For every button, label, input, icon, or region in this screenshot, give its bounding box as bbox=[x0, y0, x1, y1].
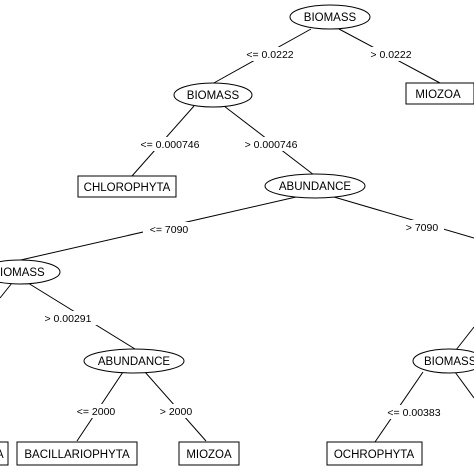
node-biomassright-ellipse bbox=[412, 348, 474, 374]
edge-label-e1: <= 0.0222 bbox=[246, 49, 293, 61]
leaf-cut-left-box bbox=[0, 441, 9, 466]
edge-label-e2: > 0.0222 bbox=[370, 49, 411, 61]
node-abundance1-label: ABUNDANCE bbox=[279, 181, 352, 193]
decision-nodes bbox=[0, 4, 474, 374]
node-biomassleft-label: IOMASS bbox=[0, 267, 45, 279]
leaf-ochrophyta-label: OCHROPHYTA bbox=[334, 449, 415, 461]
edge-label-e9: > 2000 bbox=[160, 406, 193, 418]
leaf-nodes bbox=[0, 82, 474, 466]
node-abundance1-ellipse bbox=[264, 173, 366, 199]
edge-label-e10: <= 0.00383 bbox=[387, 407, 440, 419]
node-biomass2-ellipse bbox=[173, 82, 253, 108]
edge-label-e8: <= 2000 bbox=[77, 406, 116, 418]
edge-label-e7: > 0.00291 bbox=[44, 313, 91, 325]
leaf-miozoa-2-label: MIOZOA bbox=[186, 449, 232, 461]
node-labels: BIOMASS BIOMASS ABUNDANCE IOMASS ABUNDAN… bbox=[0, 12, 474, 461]
node-abundance2-ellipse bbox=[83, 348, 185, 374]
edge-label-e5: <= 7090 bbox=[150, 224, 189, 236]
leaf-bacillariophyta-label: BACILLARIOPHYTA bbox=[24, 449, 130, 461]
edge-abundance-to-right bbox=[333, 196, 474, 239]
node-abundance2-label: ABUNDANCE bbox=[98, 356, 171, 368]
leaf-miozoa-1-box bbox=[405, 82, 474, 105]
edge-labels: <= 0.0222 > 0.0222 <= 0.000746 > 0.00074… bbox=[38, 47, 448, 419]
node-root-label: BIOMASS bbox=[304, 12, 357, 24]
node-biomassright-label: BIOMASS bbox=[424, 356, 474, 368]
leaf-cut-left-label: A bbox=[0, 449, 4, 461]
edge-label-e6: > 7090 bbox=[406, 222, 439, 234]
node-biomassleft-ellipse bbox=[0, 259, 61, 285]
leaf-miozoa-1-label: MIOZOA bbox=[415, 89, 461, 101]
edge-biomassright-to-cut bbox=[454, 371, 474, 399]
node-biomass2-label: BIOMASS bbox=[187, 90, 240, 102]
leaf-chlorophyta-label: CHLOROPHYTA bbox=[84, 182, 171, 194]
edge-label-e4: > 0.000746 bbox=[245, 139, 298, 151]
edge-label-e3: <= 0.000746 bbox=[141, 139, 200, 151]
leaf-bacillariophyta-box bbox=[16, 441, 138, 466]
leaf-ochrophyta-box bbox=[326, 441, 423, 466]
leaf-miozoa-2-box bbox=[178, 441, 240, 466]
edge-right-to-biomassright bbox=[455, 326, 474, 351]
edge-biomassleft-to-cut bbox=[0, 282, 13, 299]
node-root-ellipse bbox=[289, 4, 371, 30]
leaf-chlorophyta-box bbox=[77, 175, 177, 198]
